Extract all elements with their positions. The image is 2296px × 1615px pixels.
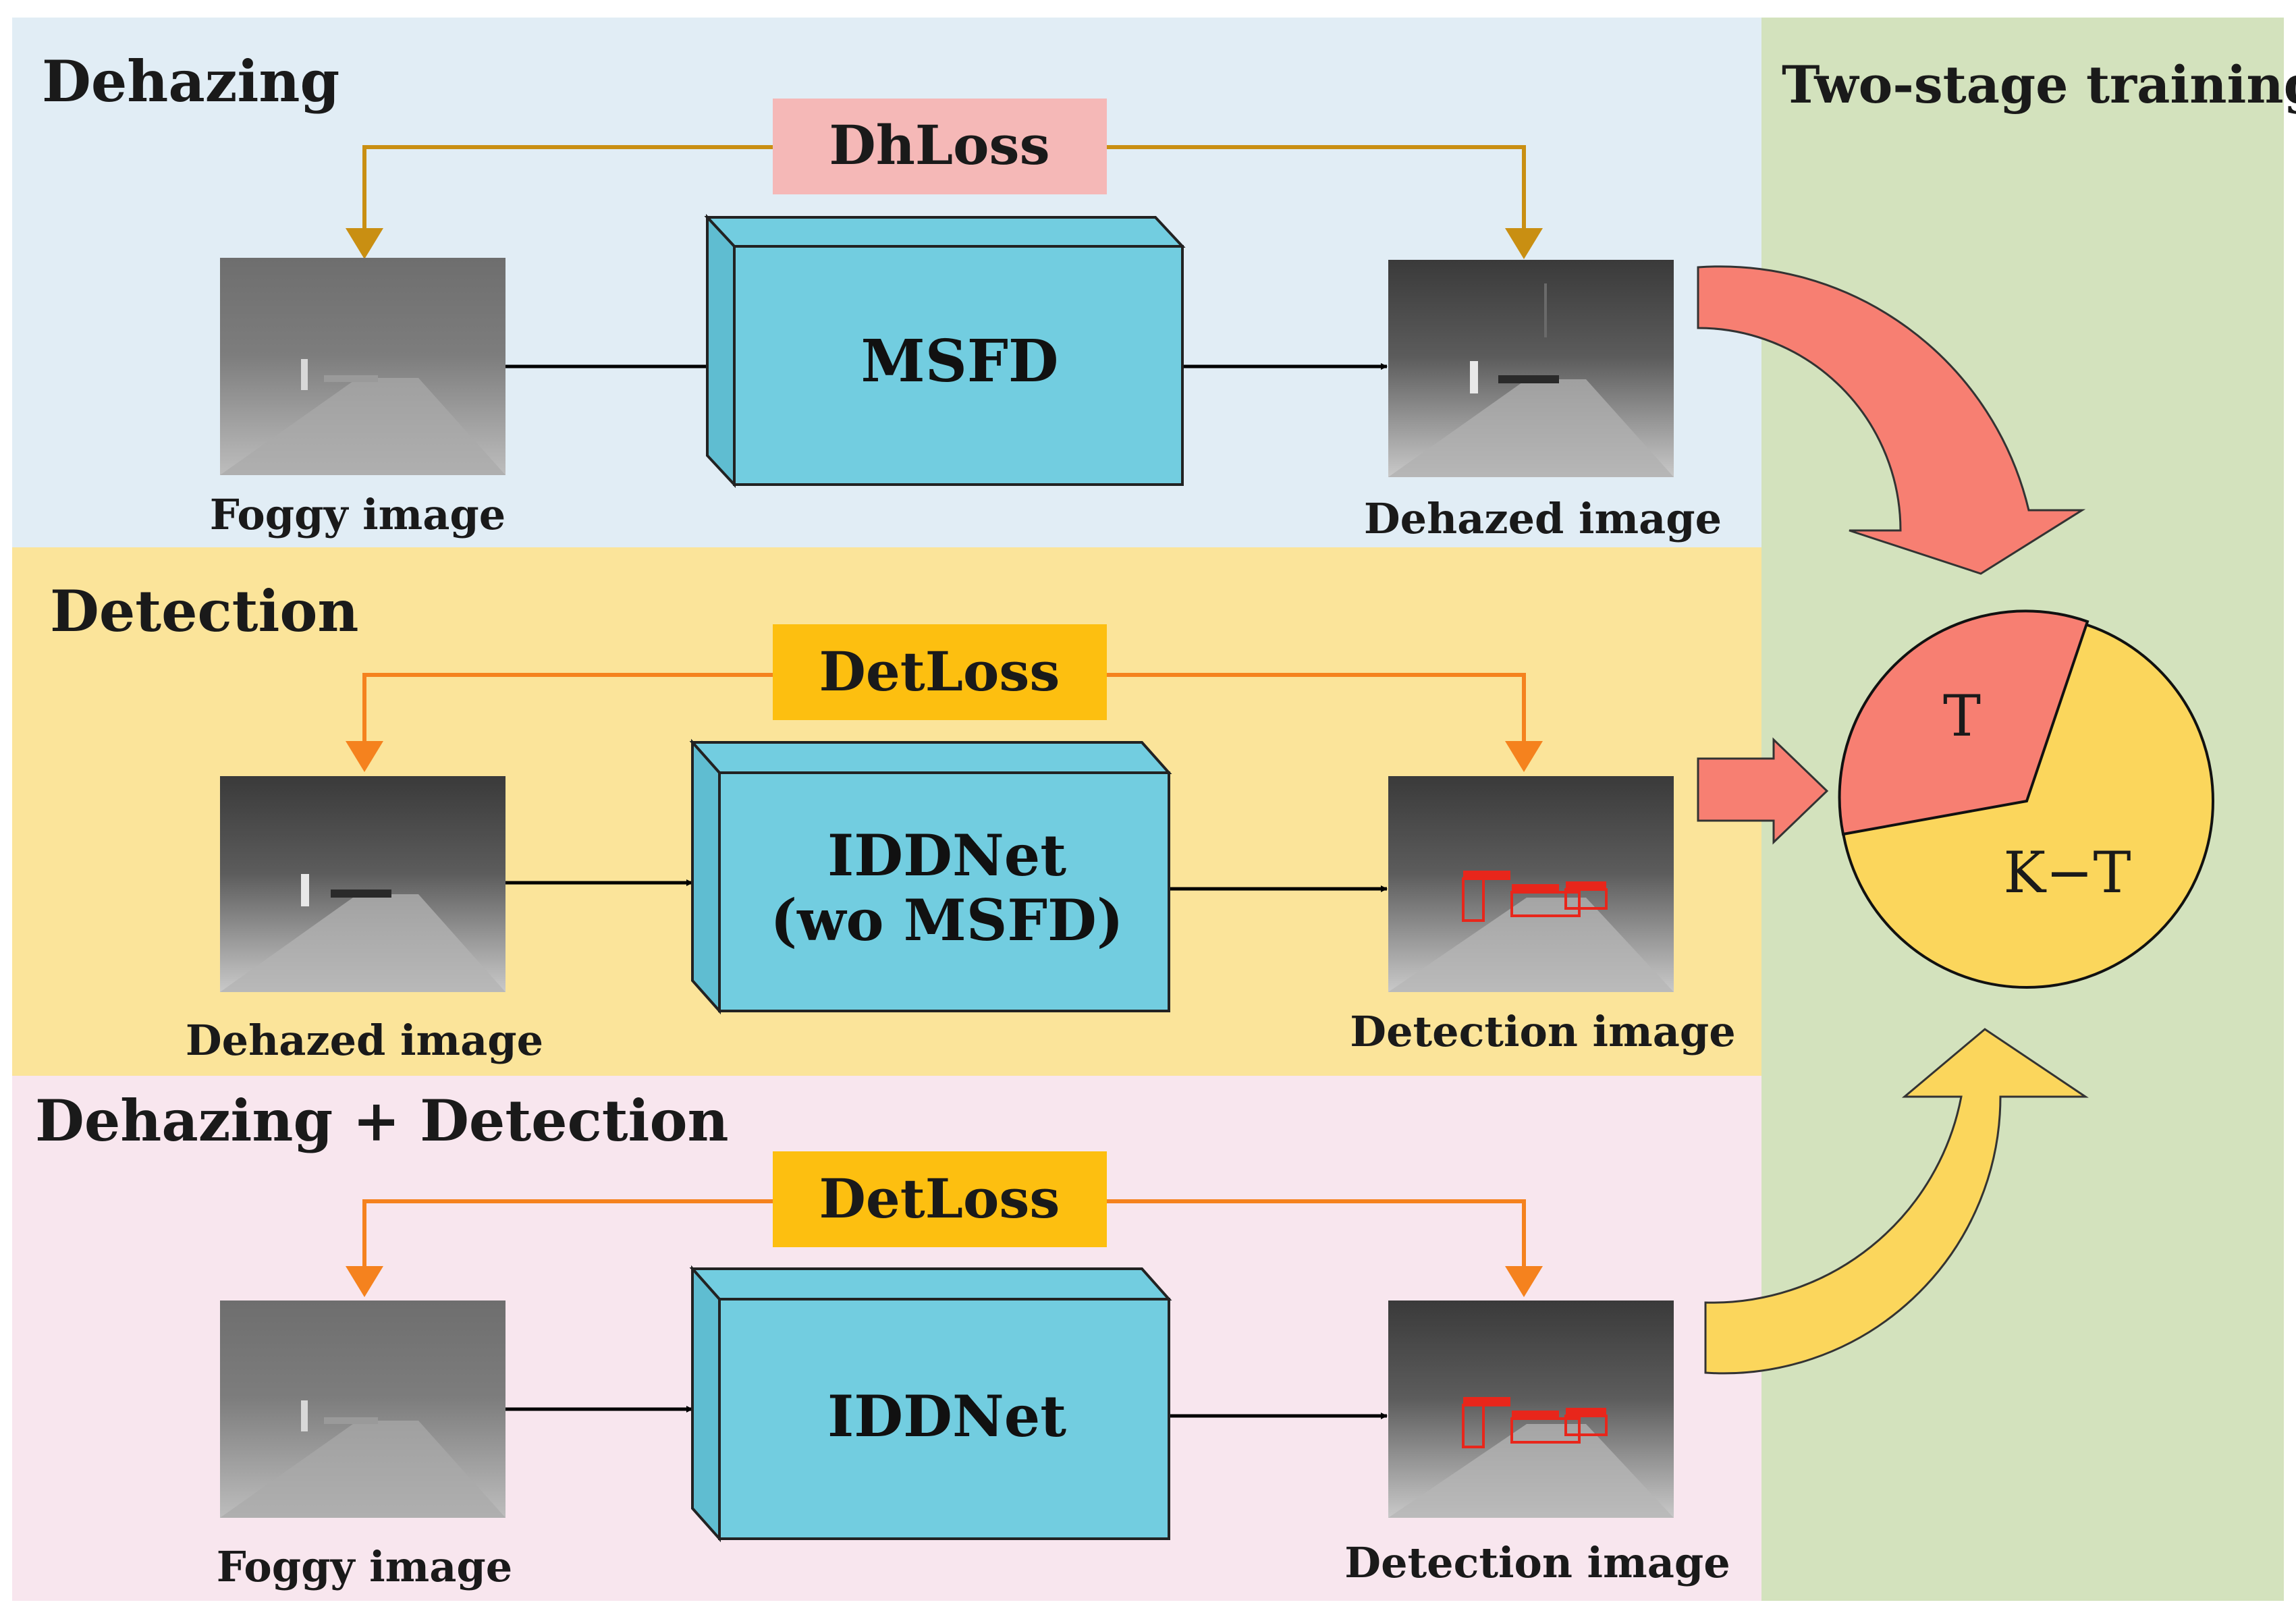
iddnet-wo-msfd-block bbox=[689, 738, 1172, 1015]
dhloss-feedback bbox=[362, 145, 1526, 250]
arrow-detection-to-pie bbox=[1697, 737, 1829, 845]
detloss-arrowhead-left-1 bbox=[346, 741, 383, 772]
iddnet-wo-msfd-label-line1: IDDNet bbox=[827, 822, 1066, 889]
detection-image-output-1 bbox=[1388, 776, 1674, 992]
detloss-box-2 bbox=[773, 1151, 1107, 1247]
pie-label-KT: K−T bbox=[2003, 840, 2131, 906]
dhloss-label: DhLoss bbox=[829, 113, 1049, 177]
dehazed-image-input bbox=[220, 776, 505, 992]
detloss-arrowhead-right-2 bbox=[1505, 1266, 1543, 1297]
detection-image-output-2 bbox=[1388, 1301, 1674, 1518]
dehazed-image-output bbox=[1388, 260, 1674, 477]
detection-image-caption-2: Detection image bbox=[1344, 1538, 1730, 1587]
joint-title: Dehazing + Detection bbox=[35, 1087, 729, 1154]
foggy-image-caption-1: Foggy image bbox=[210, 490, 505, 539]
foggy-image-dehazing bbox=[220, 258, 505, 475]
dehazed-image-caption-1: Dehazed image bbox=[1364, 494, 1722, 543]
detection-image-caption-1: Detection image bbox=[1350, 1007, 1735, 1056]
msfd-label: MSFD bbox=[861, 327, 1059, 395]
foggy-image-caption-2: Foggy image bbox=[217, 1542, 512, 1591]
detloss-label-1: DetLoss bbox=[819, 640, 1060, 703]
iddnet-label: IDDNet bbox=[827, 1383, 1066, 1450]
iddnet-wo-msfd-label-line2: (wo MSFD) bbox=[770, 887, 1123, 954]
curved-arrow-joint-to-pie bbox=[1704, 1028, 2089, 1375]
pie-label-T: T bbox=[1943, 683, 1981, 749]
training-split-pie bbox=[1838, 609, 2214, 989]
detloss-feedback-2 bbox=[362, 1199, 1526, 1282]
detloss-box-1 bbox=[773, 624, 1107, 720]
dhloss-arrowhead-right bbox=[1505, 228, 1543, 259]
msfd-block bbox=[704, 213, 1186, 489]
detloss-arrowhead-left-2 bbox=[346, 1266, 383, 1297]
training-title: Two-stage training bbox=[1782, 55, 2296, 115]
pie-slice-T bbox=[1838, 609, 2089, 836]
detloss-label-2: DetLoss bbox=[819, 1167, 1060, 1230]
dhloss-arrowhead-left bbox=[346, 228, 383, 259]
dehazed-image-caption-2: Dehazed image bbox=[186, 1016, 543, 1065]
curved-arrow-dehazing-to-pie bbox=[1697, 265, 2086, 575]
detloss-arrowhead-right-1 bbox=[1505, 741, 1543, 772]
foggy-image-joint bbox=[220, 1301, 505, 1518]
detloss-feedback-1 bbox=[362, 673, 1526, 757]
dhloss-box bbox=[773, 99, 1107, 194]
dehazing-title: Dehazing bbox=[42, 48, 339, 115]
detection-title: Detection bbox=[50, 578, 359, 645]
iddnet-block bbox=[689, 1265, 1172, 1543]
